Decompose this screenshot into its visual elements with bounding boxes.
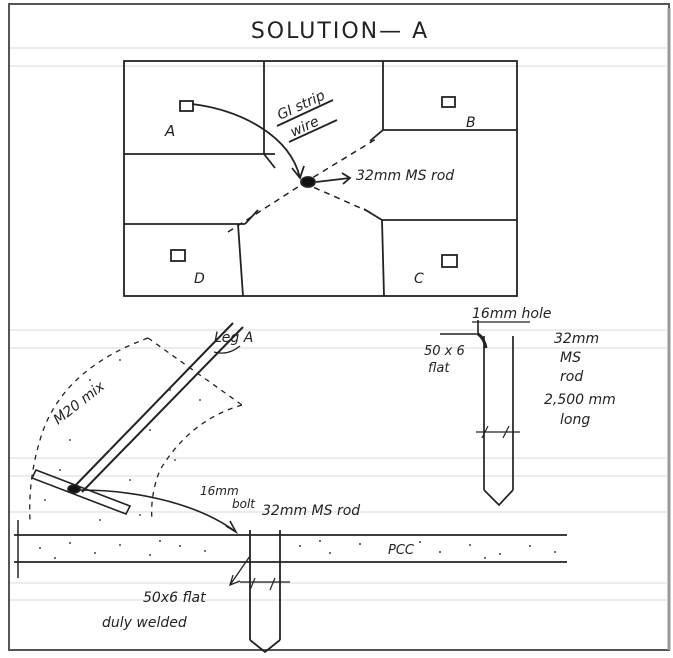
plan-view — [123, 60, 518, 297]
rod-length-label: 2,500 mm — [544, 392, 616, 408]
pit-c-label: C — [414, 271, 424, 287]
bolt-size-label: 16mm — [200, 484, 239, 498]
pit-d-label: D — [194, 271, 205, 287]
rod-word-label: rod — [560, 369, 583, 385]
foundation-outline — [123, 60, 518, 297]
pit-b-label: B — [466, 115, 476, 131]
pit-a-marker — [179, 100, 194, 112]
flat-word-label: flat — [428, 361, 450, 376]
concrete-boundary — [29, 337, 243, 521]
section-view — [14, 322, 567, 654]
gi-strip-path — [191, 103, 301, 179]
pit-a-label: A — [164, 122, 175, 140]
welded-label: duly welded — [102, 615, 187, 631]
diagram-title: SOLUTION— A — [251, 19, 429, 44]
rod-dia-label: 32mm — [554, 331, 599, 347]
leg-a-label: Leg A — [214, 330, 253, 346]
plan-rod-label: 32mm MS rod — [356, 168, 454, 184]
rod-ms-label: MS — [560, 350, 581, 366]
flat-label: 50x6 flat — [143, 590, 206, 606]
strip-to-rod-curve — [79, 489, 237, 533]
hole-label: 16mm hole — [472, 306, 551, 322]
pit-d-marker — [170, 249, 186, 262]
section-rod-label: 32mm MS rod — [262, 503, 360, 519]
pcc-label: PCC — [388, 543, 415, 558]
pcc-stipple — [39, 540, 556, 559]
rod-detail-labels: 16mm hole 50 x 6 flat 32mm MS rod 2,500 … — [424, 306, 616, 428]
pit-b-marker — [441, 96, 456, 108]
bolt-label: bolt — [232, 497, 256, 511]
rod-detail — [440, 320, 530, 507]
ms-rod-dot — [300, 176, 316, 188]
pit-c-marker — [441, 254, 458, 268]
rod-long-label: long — [560, 412, 590, 428]
concrete-stipple — [44, 359, 201, 521]
flat-size-label: 50 x 6 — [424, 344, 465, 359]
